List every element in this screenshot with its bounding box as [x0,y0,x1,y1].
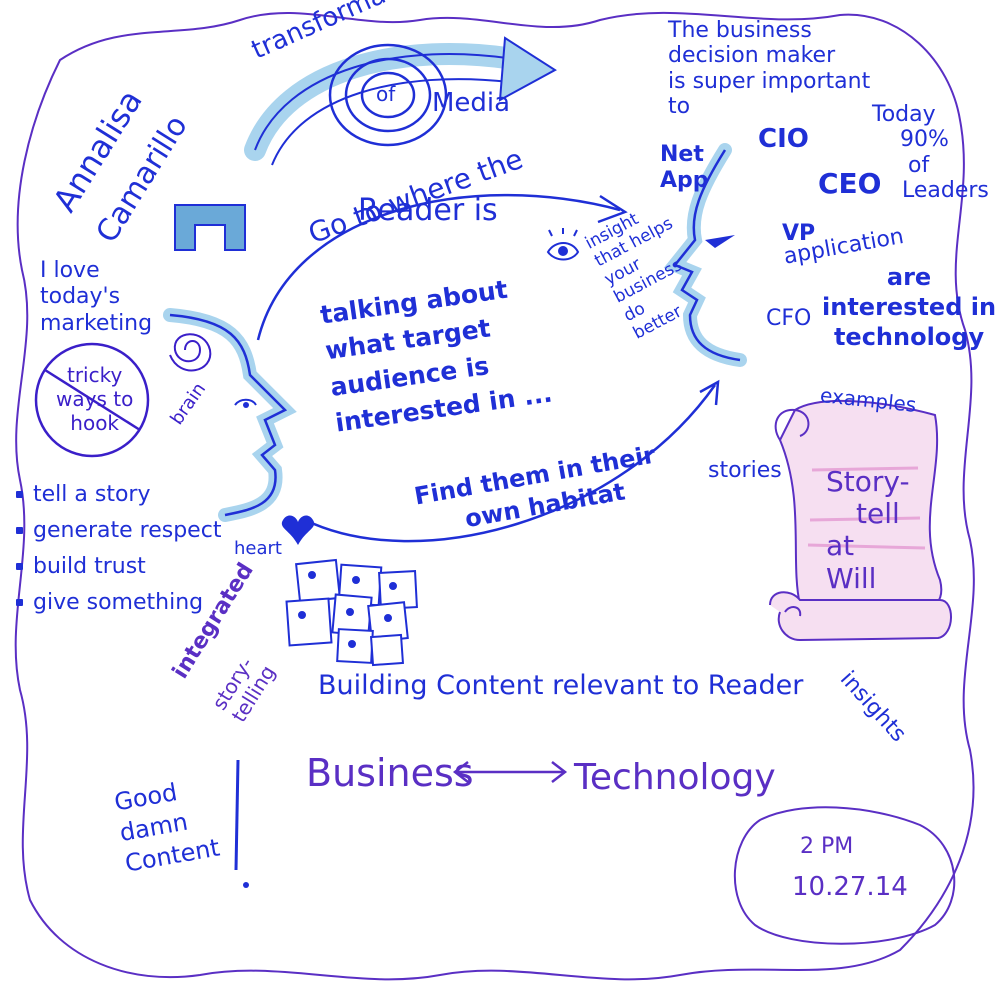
scroll-icon [769,399,952,642]
storytell-text: Story- tell at Will [826,465,910,595]
netapp-line: Net [660,142,704,167]
scroll-line: Story- [826,465,910,498]
eye-icon [546,228,580,261]
bottom-arc-arrow [304,384,717,543]
top-arc-arrow [256,193,621,341]
scroll-line: Will [826,561,877,595]
love-line: today's [40,284,121,310]
heart-label: heart [234,538,282,559]
marketing-bullets: tell a story generate respect build trus… [16,476,221,620]
scroll-line: at [826,529,855,563]
scroll-line: tell [856,497,900,531]
love-line: marketing [40,310,153,336]
today-line: 90% [900,127,949,153]
decision-line: decision maker [668,43,836,69]
crossed-circle [34,342,150,458]
bracket-logo-icon [174,204,246,251]
business-label: Business [306,751,474,795]
role-ceo: CEO [818,167,882,200]
love-line: I love [40,258,100,283]
transformation-arrow-icon [244,36,557,166]
bullet-item: tell a story [16,476,221,512]
crossed-line: tricky [66,363,123,387]
role-vp-application: VP application [782,221,906,270]
crossed-out-text: tricky ways to hook [56,363,133,435]
interested-tech-text: are interested in technology [822,262,996,352]
today-line: are [886,263,932,291]
wavy-border [14,11,975,981]
decision-line: is super important [668,68,871,94]
face-profile-left-icon [163,308,297,522]
title-media: Media [432,88,511,118]
netapp-line: App [660,168,709,194]
today-line: of [908,152,930,178]
reader-is-text: Reader is [358,193,498,228]
stories-label: stories [708,458,782,483]
time-label: 2 PM [800,834,854,859]
today-stat-text: Today 90% of Leaders [872,102,989,203]
bullet-item: give something [16,584,221,620]
bullet-item: build trust [16,548,221,584]
sticky-notes-icon [285,558,418,667]
talking-about-text: talking about what target audience is in… [318,268,555,442]
date-bubble [734,806,956,945]
decision-maker-text: The business decision maker is super imp… [668,18,870,119]
today-line: Today [872,102,936,127]
decision-line: The business [668,18,812,43]
today-line: Leaders [902,177,989,203]
today-line: technology [833,323,985,351]
vp-line: VP [782,221,816,246]
role-cio: CIO [758,124,809,154]
crossed-line: hook [70,411,120,435]
role-cfo: CFO [766,306,812,331]
netapp-text: Net App [660,142,709,195]
title-of: of [376,82,396,106]
bullet-item: generate respect [16,512,221,548]
technology-label: Technology [574,757,776,798]
love-marketing-text: I love today's marketing [40,258,152,337]
good-content-text: Good damn Content [112,771,222,880]
decision-line: to [668,93,691,119]
double-arrow-icon [452,761,568,783]
crossed-line: ways to [56,387,134,411]
today-line: interested in [822,293,997,321]
heart-icon [281,515,315,545]
date-label: 10.27.14 [792,872,908,902]
exclamation-line [234,759,240,871]
spiral-arrow-icon [328,43,448,147]
building-content-text: Building Content relevant to Reader [318,670,804,701]
brain-spiral-icon [169,333,212,372]
face-profile-right-icon [663,143,747,367]
